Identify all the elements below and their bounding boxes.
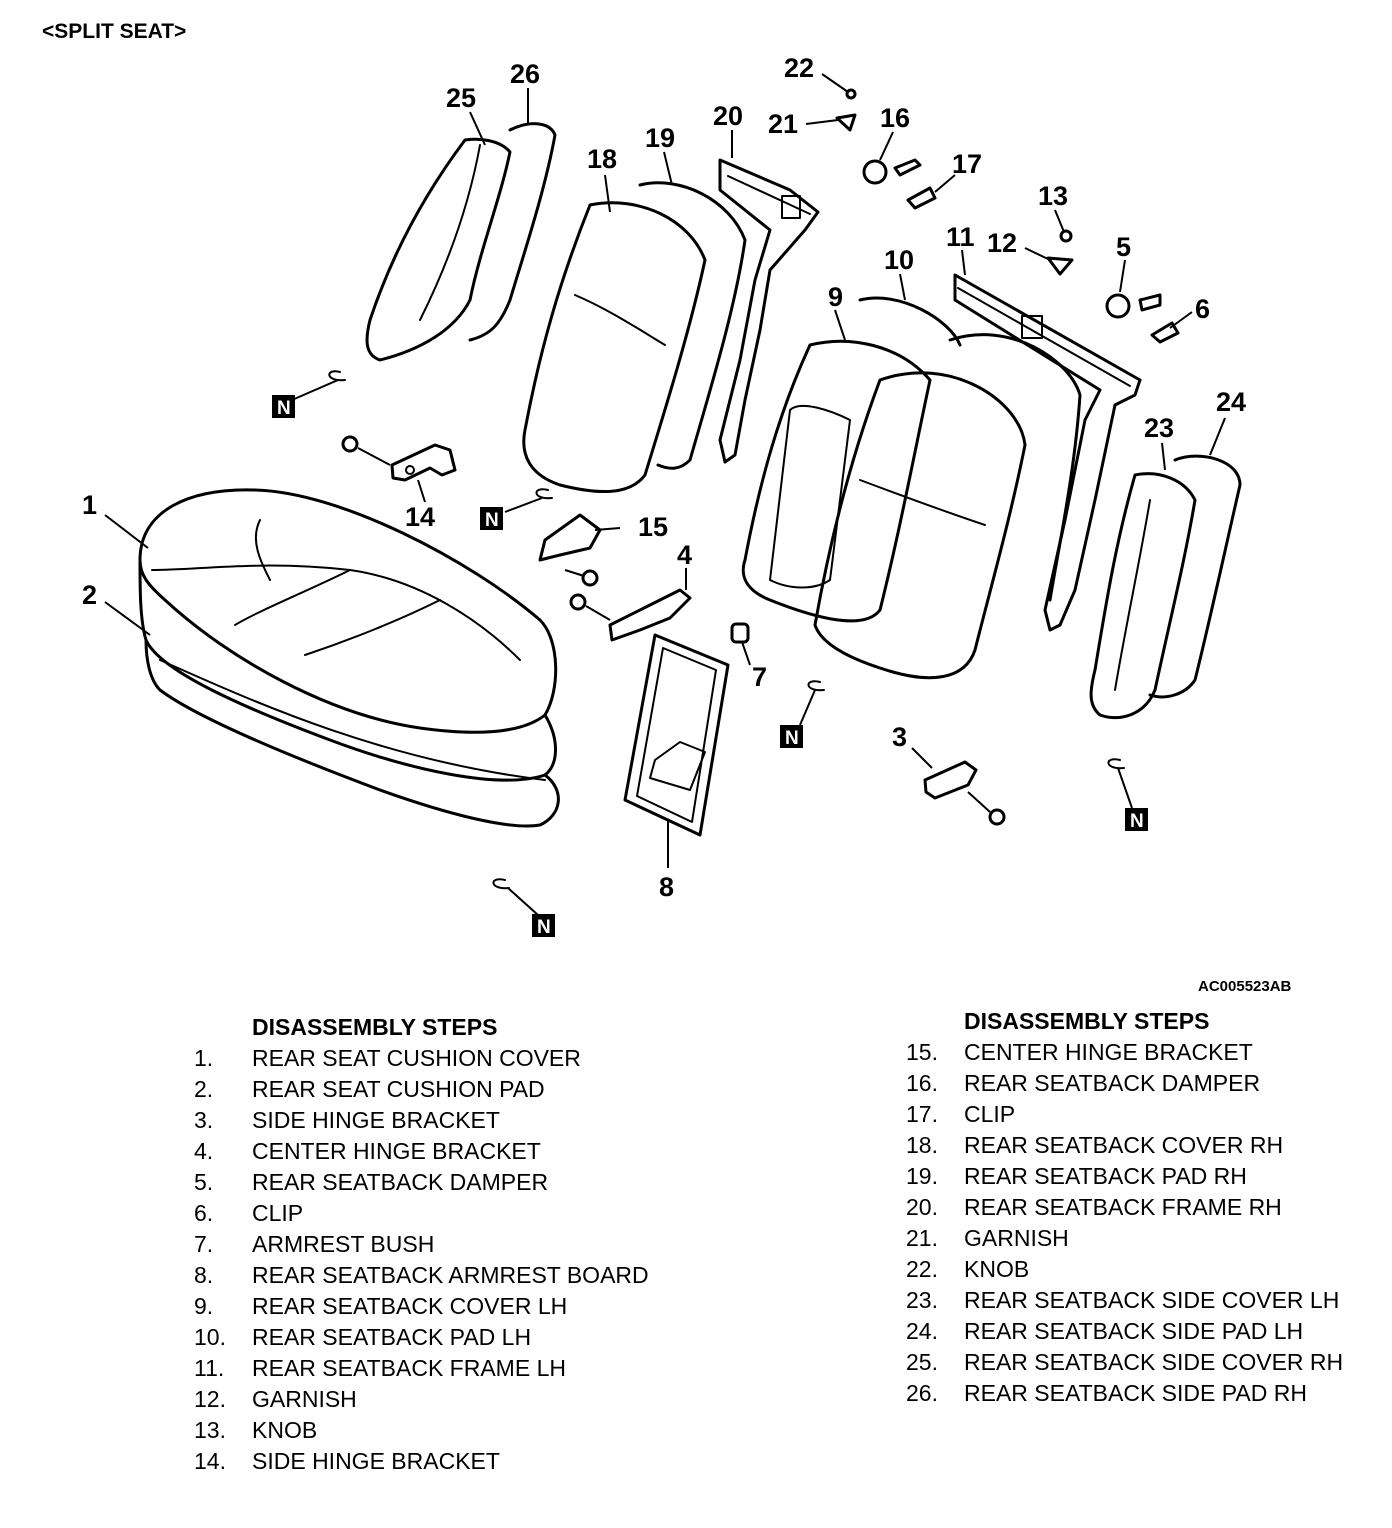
exploded-diagram: 1 2 3 4 5 6 7 8 9 10 11 12 13 14 15 16 1… — [82, 53, 1246, 938]
svg-text:N: N — [785, 728, 799, 749]
svg-text:N: N — [1130, 811, 1144, 832]
list-item: 9.REAR SEATBACK COVER LH — [194, 1293, 568, 1319]
list-item: 18.REAR SEATBACK COVER RH — [906, 1132, 1284, 1158]
list-item: 13.KNOB — [194, 1417, 318, 1443]
callout-14: 14 — [405, 502, 435, 532]
armrest-board — [623, 633, 730, 837]
seatback-rh — [522, 158, 820, 494]
list-item: 4.CENTER HINGE BRACKET — [194, 1138, 541, 1164]
callout-26: 26 — [510, 59, 540, 89]
callout-4: 4 — [677, 540, 692, 570]
list-item: 19.REAR SEATBACK PAD RH — [906, 1163, 1247, 1189]
callout-3: 3 — [892, 722, 907, 752]
callout-16: 16 — [880, 103, 910, 133]
list-item: 10.REAR SEATBACK PAD LH — [194, 1324, 532, 1350]
seat-cushion — [138, 488, 560, 828]
hardware — [328, 88, 1180, 890]
callout-8: 8 — [659, 872, 674, 902]
figure-id: AC005523AB — [1198, 978, 1292, 995]
svg-text:N: N — [485, 510, 499, 531]
list-item: 12.GARNISH — [194, 1386, 357, 1412]
list-item: 3.SIDE HINGE BRACKET — [194, 1107, 500, 1133]
list-item: 14.SIDE HINGE BRACKET — [194, 1448, 500, 1474]
callout-23: 23 — [1144, 413, 1174, 443]
seatback-lh — [741, 273, 1142, 680]
list-item: 20.REAR SEATBACK FRAME RH — [906, 1194, 1282, 1220]
list-item: 2.REAR SEAT CUSHION PAD — [194, 1076, 545, 1102]
list-item: 6.CLIP — [194, 1200, 304, 1226]
callout-6: 6 — [1195, 294, 1210, 324]
note-marker-n: N — [272, 395, 295, 419]
list-item: 1.REAR SEAT CUSHION COVER — [194, 1045, 581, 1071]
list-item: 21.GARNISH — [906, 1225, 1069, 1251]
steps-title: DISASSEMBLY STEPS — [252, 1014, 498, 1040]
callout-5: 5 — [1116, 232, 1131, 262]
note-marker-n: N — [1125, 808, 1148, 832]
callout-19: 19 — [645, 123, 675, 153]
side-pads-lh — [1089, 454, 1242, 720]
note-marker-n: N — [480, 507, 503, 531]
callout-11: 11 — [946, 222, 975, 252]
callout-15: 15 — [638, 512, 668, 542]
callout-12: 12 — [987, 228, 1017, 258]
callout-13: 13 — [1038, 181, 1068, 211]
callout-20: 20 — [713, 101, 743, 131]
note-markers: N N N N N — [272, 395, 1148, 938]
note-marker-n: N — [532, 914, 555, 938]
callout-9: 9 — [828, 282, 843, 312]
list-item: 16.REAR SEATBACK DAMPER — [906, 1070, 1261, 1096]
callout-2: 2 — [82, 580, 97, 610]
callout-7: 7 — [752, 662, 767, 692]
svg-text:N: N — [277, 398, 291, 419]
list-item: 8.REAR SEATBACK ARMREST BOARD — [194, 1262, 649, 1288]
callout-25: 25 — [446, 83, 476, 113]
list-item: 15.CENTER HINGE BRACKET — [906, 1039, 1253, 1065]
callout-22: 22 — [784, 53, 814, 83]
callout-21: 21 — [768, 109, 798, 139]
list-item: 17.CLIP — [906, 1101, 1016, 1127]
steps-title: DISASSEMBLY STEPS — [964, 1008, 1210, 1034]
side-pads-rh — [365, 122, 557, 362]
list-item: 23.REAR SEATBACK SIDE COVER LH — [906, 1287, 1340, 1313]
disassembly-steps-right: DISASSEMBLY STEPS 15.CENTER HINGE BRACKE… — [906, 1006, 1366, 1409]
page-heading: <SPLIT SEAT> — [42, 20, 187, 43]
leader-lines — [104, 73, 1226, 916]
list-item: 5.REAR SEATBACK DAMPER — [194, 1169, 549, 1195]
list-item: 7.ARMREST BUSH — [194, 1231, 435, 1257]
list-item: 22.KNOB — [906, 1256, 1030, 1282]
callout-numbers: 1 2 3 4 5 6 7 8 9 10 11 12 13 14 15 16 1… — [82, 53, 1246, 902]
list-item: 25.REAR SEATBACK SIDE COVER RH — [906, 1349, 1344, 1375]
list-item: 24.REAR SEATBACK SIDE PAD LH — [906, 1318, 1304, 1344]
callout-10: 10 — [884, 245, 914, 275]
svg-text:N: N — [537, 917, 551, 938]
callout-18: 18 — [587, 144, 617, 174]
list-item: 11.REAR SEATBACK FRAME LH — [194, 1355, 566, 1381]
callout-17: 17 — [952, 149, 982, 179]
note-marker-n: N — [780, 725, 803, 749]
disassembly-steps-left: DISASSEMBLY STEPS 1.REAR SEAT CUSHION CO… — [194, 1012, 674, 1477]
callout-1: 1 — [82, 490, 97, 520]
list-item: 26.REAR SEATBACK SIDE PAD RH — [906, 1380, 1307, 1406]
callout-24: 24 — [1216, 387, 1246, 417]
